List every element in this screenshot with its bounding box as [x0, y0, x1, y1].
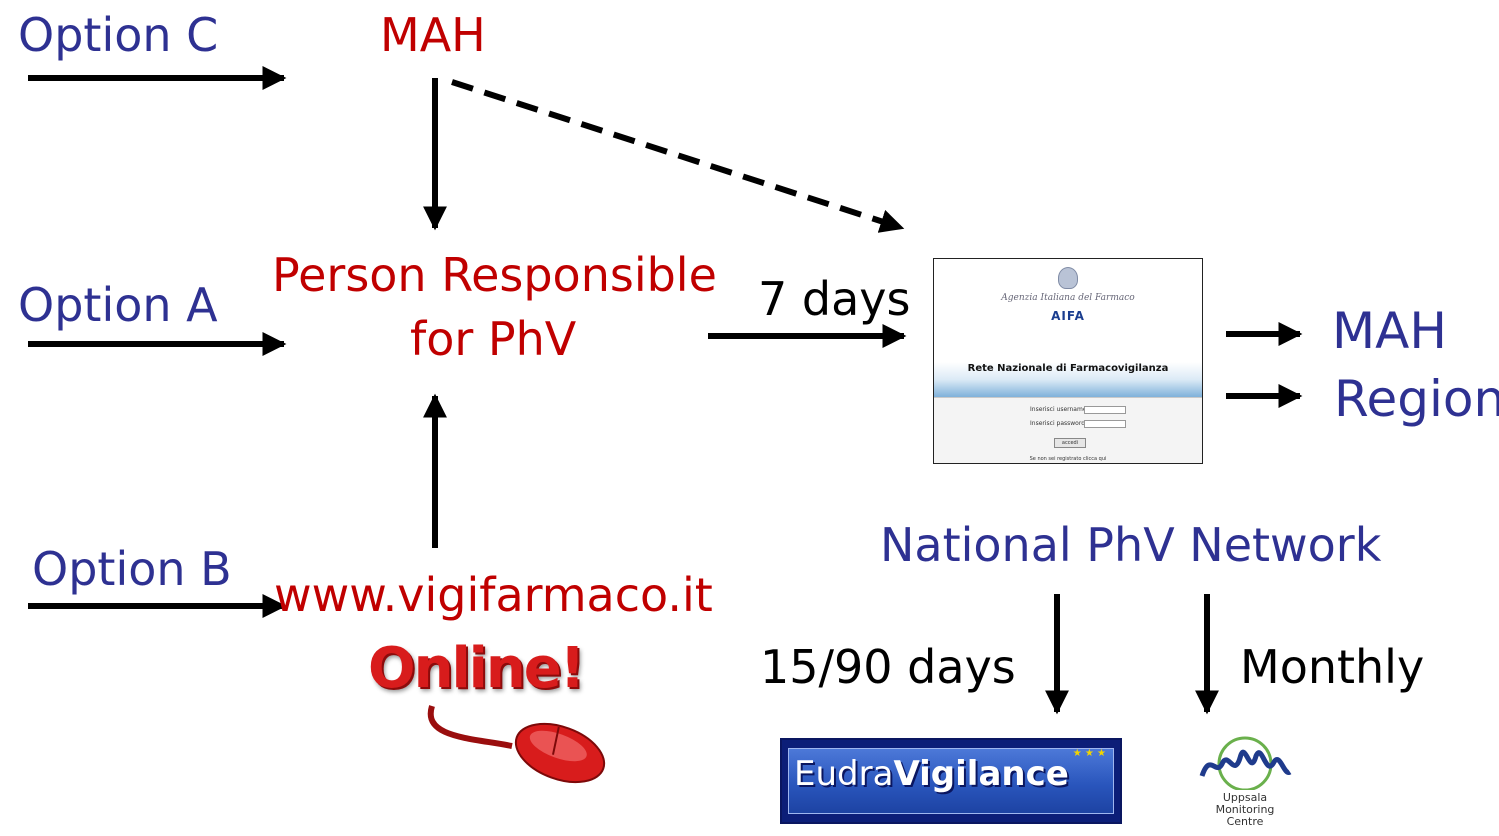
- password-input: [1084, 420, 1126, 428]
- aifa-logo: AIFA: [1051, 309, 1085, 323]
- national-network-screenshot: Agenzia Italiana del Farmaco AIFA Rete N…: [933, 258, 1203, 464]
- eudravigilance-logo: EudraVigilance ★ ★ ★: [780, 738, 1122, 824]
- vigifarmaco-url: www.vigifarmaco.it: [274, 568, 713, 622]
- umc-line2: Monitoring: [1215, 803, 1275, 816]
- mah-right-label: MAH: [1332, 302, 1447, 360]
- username-input: [1084, 406, 1126, 414]
- eudravigilance-text: EudraVigilance: [794, 754, 1069, 794]
- umc-line1: Uppsala: [1222, 791, 1268, 804]
- monthly-label: Monthly: [1240, 640, 1425, 694]
- wave-banner: [934, 339, 1202, 397]
- login-button: accedi: [1054, 438, 1086, 448]
- italian-emblem-icon: [1058, 267, 1078, 289]
- login-form: Inserisci username: Inserisci password: …: [934, 397, 1202, 463]
- eu-stars-icon: ★ ★ ★: [1072, 748, 1106, 759]
- register-link: Se non sei registrato clicca qui: [1029, 456, 1107, 462]
- online-logo: Online!: [362, 628, 612, 788]
- agency-name: Agenzia Italiana del Farmaco: [1001, 293, 1135, 303]
- seven-days-label: 7 days: [758, 272, 911, 326]
- person-responsible-line2: for PhV: [410, 312, 577, 366]
- password-label: Inserisci password:: [1030, 420, 1088, 427]
- umc-wave-icon: [1199, 736, 1292, 790]
- umc-line3: Centre: [1226, 815, 1264, 828]
- national-phv-network-label: National PhV Network: [880, 518, 1382, 572]
- option-a-label: Option A: [18, 278, 218, 332]
- mah-top-label: MAH: [380, 8, 486, 62]
- fifteen-ninety-days-label: 15/90 days: [760, 640, 1016, 694]
- region-right-label: Region: [1334, 370, 1499, 428]
- person-responsible-line1: Person Responsible: [272, 248, 717, 302]
- option-b-label: Option B: [32, 542, 232, 596]
- option-c-label: Option C: [18, 8, 219, 62]
- arrow-mah-dashed: [451, 79, 905, 233]
- rete-title: Rete Nazionale di Farmacovigilanza: [967, 363, 1169, 374]
- online-word: Online!: [368, 636, 585, 701]
- computer-mouse-icon: [427, 705, 606, 784]
- uppsala-monitoring-centre-logo: Uppsala Monitoring Centre: [1192, 732, 1298, 836]
- username-label: Inserisci username:: [1030, 406, 1089, 413]
